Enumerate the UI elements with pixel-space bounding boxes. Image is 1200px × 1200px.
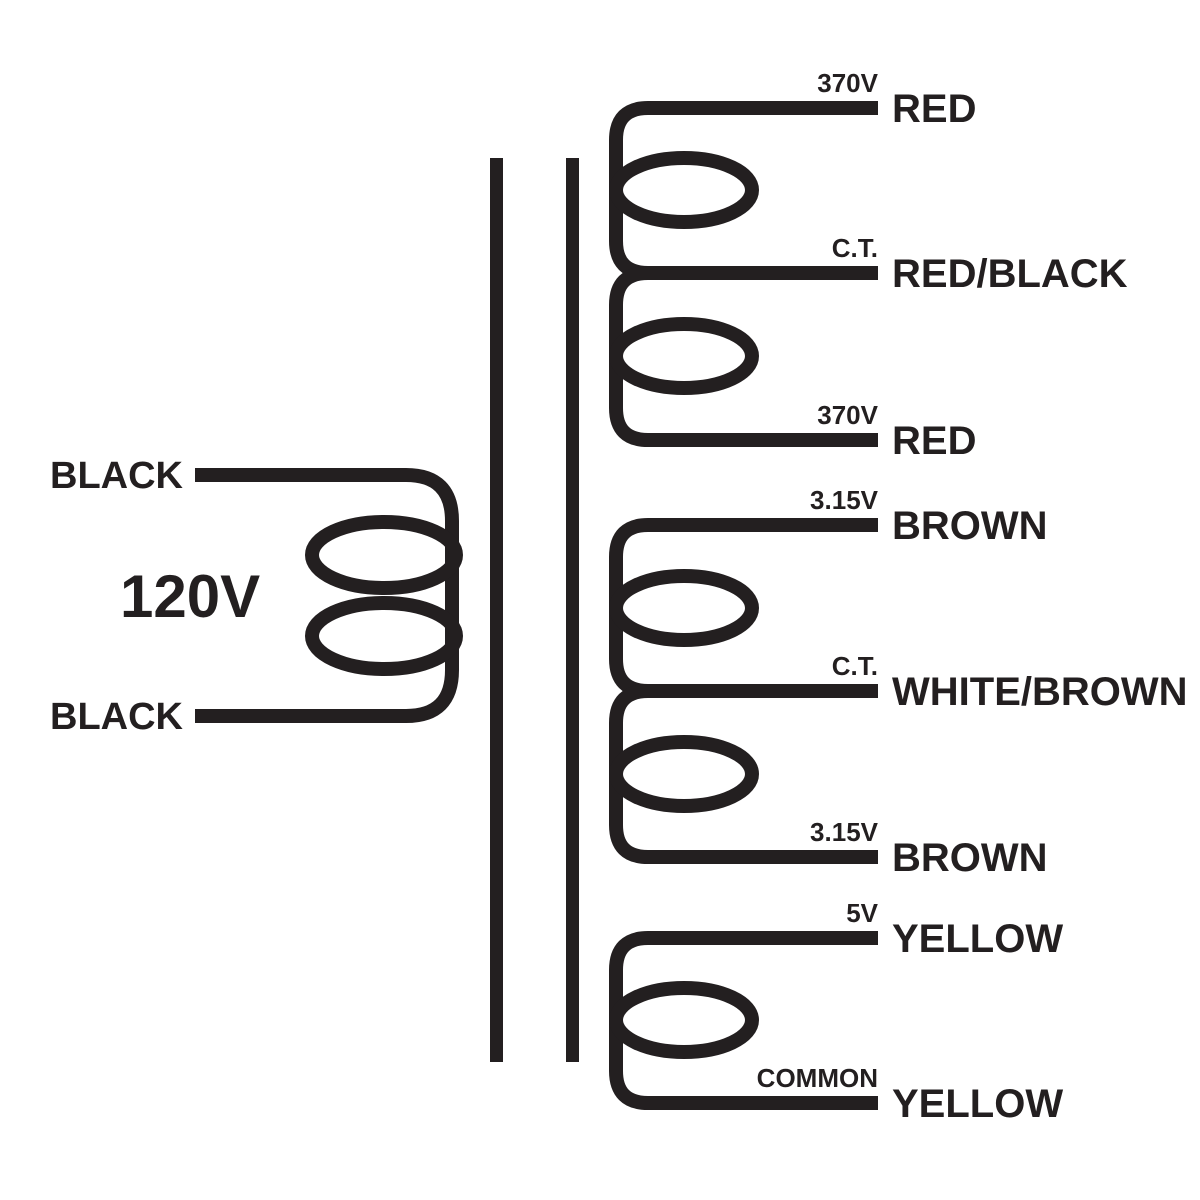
rectifier-common-voltage-label: COMMON [757, 1063, 878, 1093]
rectifier-loop-1 [609, 981, 759, 1059]
primary-winding: BLACK BLACK 120V [50, 455, 463, 738]
primary-voltage-label: 120V [120, 563, 260, 630]
secondary-winding-filament: 3.15V BROWN C.T. WHITE/BROWN 3.15V BROWN [609, 485, 1188, 880]
secondary-winding-rectifier: 5V YELLOW COMMON YELLOW [609, 898, 1063, 1126]
hv-tap3-wire-label: RED [892, 419, 976, 463]
primary-winding-coil [195, 468, 459, 723]
hv-ct-wire-label: RED/BLACK [892, 252, 1128, 296]
filament-tap3-voltage-label: 3.15V [810, 817, 879, 847]
hv-loop-2 [609, 317, 759, 395]
primary-loop-2 [305, 596, 463, 676]
primary-bottom-lead-label: BLACK [50, 696, 184, 738]
core-bar-right [566, 158, 579, 1062]
filament-tap3-wire-label: BROWN [892, 836, 1048, 880]
filament-loop-1 [609, 569, 759, 647]
filament-ct-wire-label: WHITE/BROWN [892, 670, 1188, 714]
secondary-winding-hv: 370V RED C.T. RED/BLACK 370V RED [609, 68, 1128, 463]
rectifier-tap1-wire-label: YELLOW [892, 917, 1063, 961]
hv-loop-1 [609, 151, 759, 229]
primary-top-lead-label: BLACK [50, 455, 184, 497]
hv-tap1-voltage-label: 370V [817, 68, 878, 98]
core-bar-left [490, 158, 503, 1062]
filament-loop-2 [609, 735, 759, 813]
rectifier-common-wire-label: YELLOW [892, 1082, 1063, 1126]
rectifier-tap1-voltage-label: 5V [846, 898, 878, 928]
filament-tap1-voltage-label: 3.15V [810, 485, 879, 515]
hv-tap3-voltage-label: 370V [817, 400, 878, 430]
hv-ct-voltage-label: C.T. [832, 233, 878, 263]
filament-tap1-wire-label: BROWN [892, 504, 1048, 548]
hv-tap1-wire-label: RED [892, 87, 976, 131]
filament-ct-voltage-label: C.T. [832, 651, 878, 681]
primary-loop-1 [305, 515, 463, 595]
